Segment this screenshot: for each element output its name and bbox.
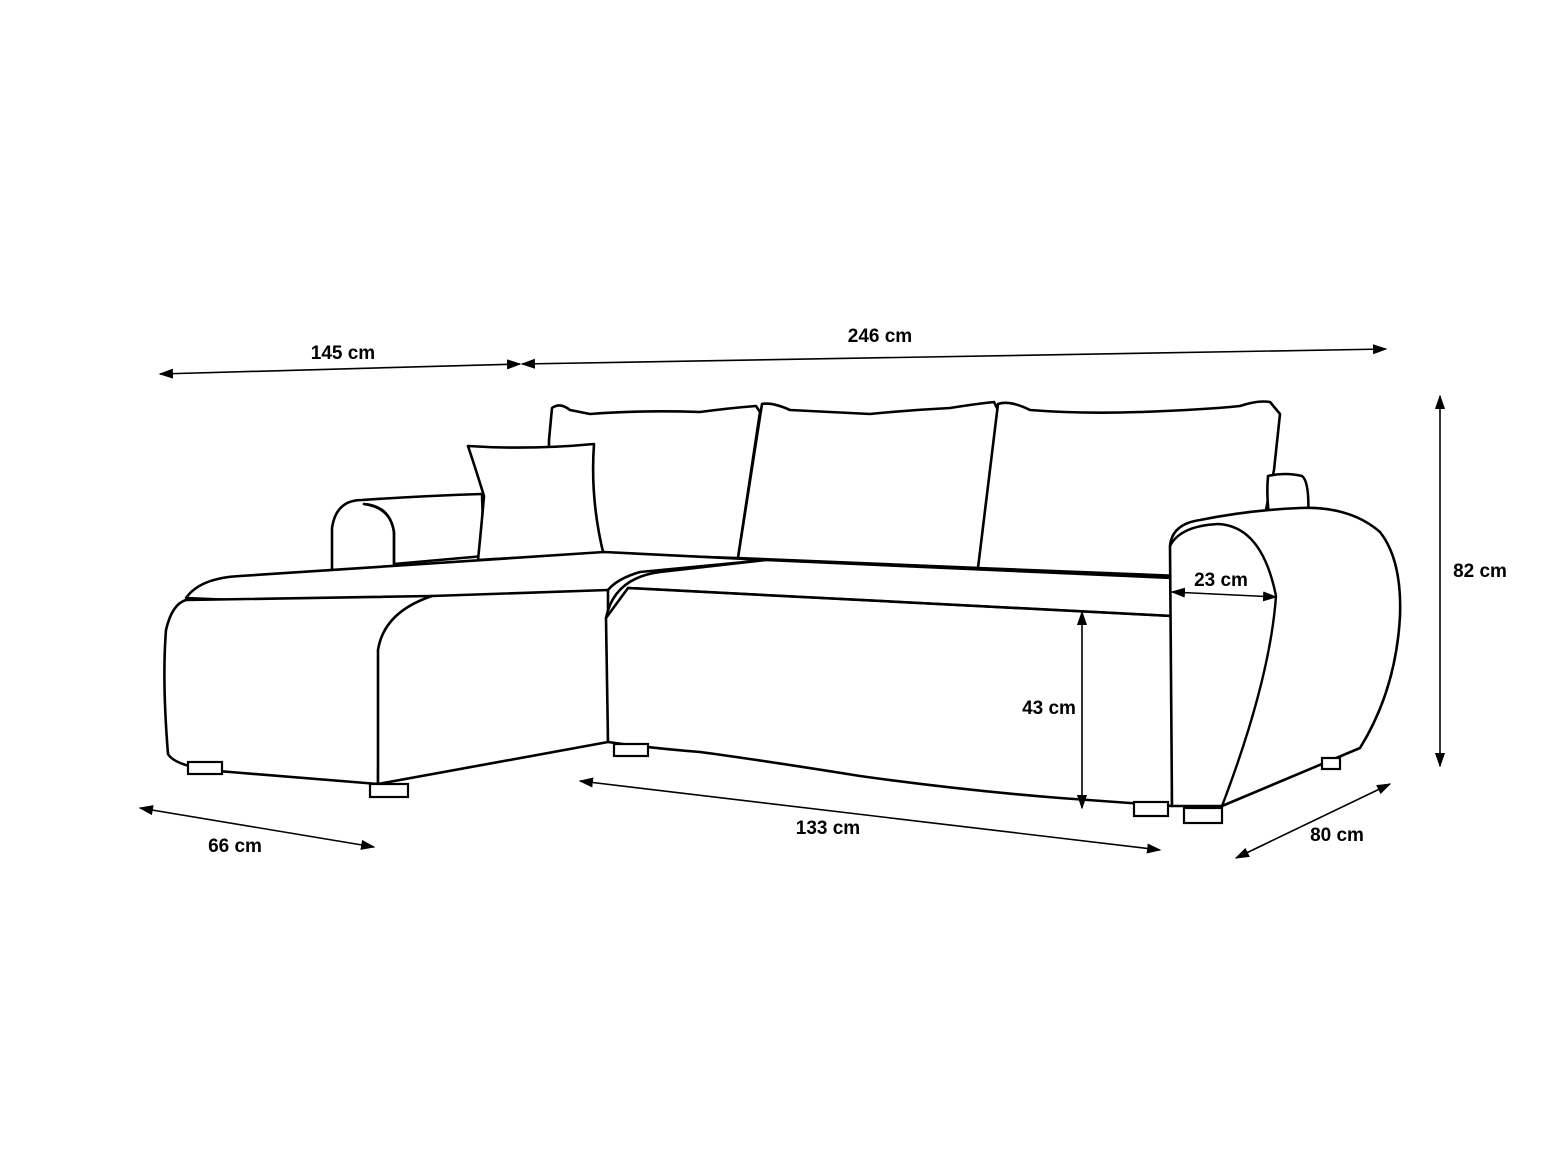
main-seat-front bbox=[604, 586, 1174, 808]
dim-line-80 bbox=[1234, 783, 1392, 859]
chaise-side bbox=[376, 588, 610, 786]
label-depth: 80 cm bbox=[1310, 825, 1364, 846]
dim-line-133 bbox=[578, 777, 1162, 854]
back-cushion-middle bbox=[736, 400, 1000, 570]
dimension-labels: 145 cm 246 cm 82 cm 23 cm 43 cm 66 cm 13… bbox=[208, 326, 1507, 857]
back-cushion-left bbox=[546, 404, 762, 560]
dim-line-66 bbox=[138, 805, 376, 850]
label-sofa-total-width: 246 cm bbox=[848, 326, 912, 347]
dim-line-246 bbox=[520, 344, 1388, 369]
label-chaise-total-width: 145 cm bbox=[311, 343, 375, 364]
foot bbox=[186, 760, 224, 776]
label-seat-width: 133 cm bbox=[796, 818, 860, 839]
label-armrest-width: 23 cm bbox=[1194, 570, 1248, 591]
throw-pillow bbox=[466, 442, 606, 562]
foot bbox=[1320, 756, 1342, 771]
sofa-illustration bbox=[163, 400, 1402, 825]
dim-line-145 bbox=[158, 359, 522, 379]
foot bbox=[368, 782, 410, 799]
dim-line-23 bbox=[1170, 587, 1278, 602]
label-height: 82 cm bbox=[1453, 561, 1507, 582]
label-chaise-depth: 66 cm bbox=[208, 836, 262, 857]
foot bbox=[1132, 800, 1170, 818]
right-armrest bbox=[1168, 506, 1402, 808]
dimension-lines bbox=[138, 344, 1446, 859]
label-seat-height: 43 cm bbox=[1022, 698, 1076, 719]
foot bbox=[1182, 806, 1224, 825]
foot bbox=[612, 742, 650, 758]
